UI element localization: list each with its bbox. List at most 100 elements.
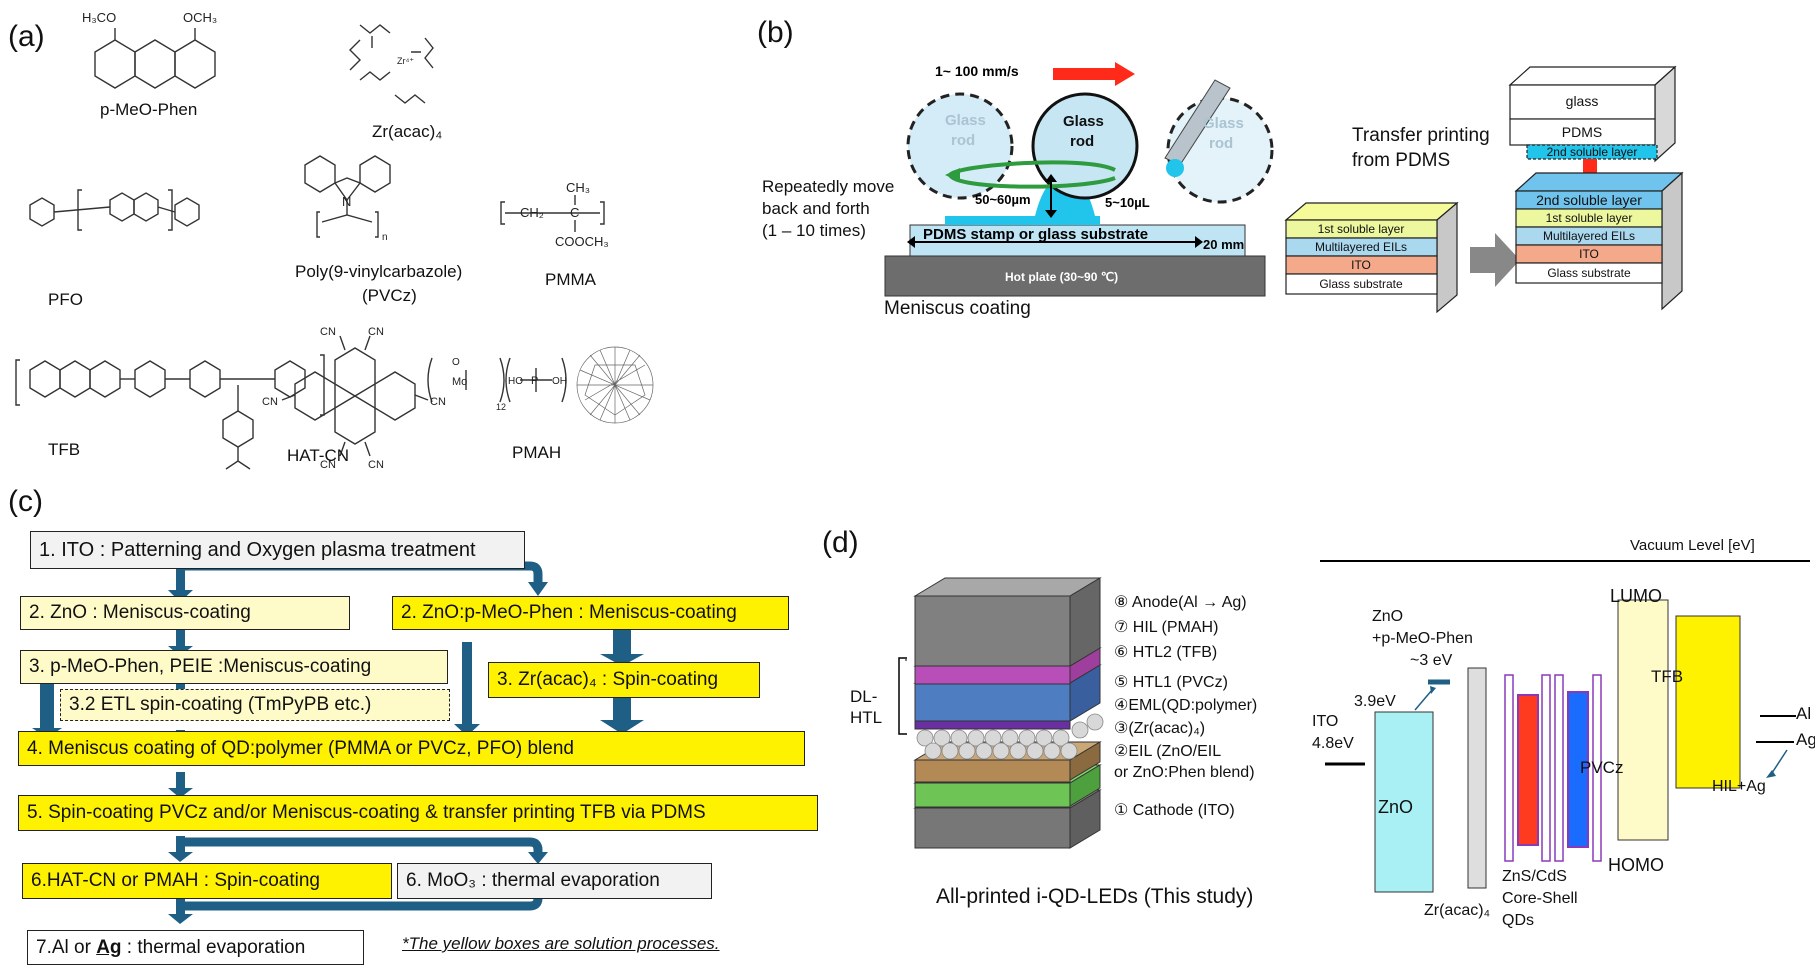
qd-label-1: ZnS/CdS xyxy=(1502,868,1567,885)
repeat-text-3: (1 – 10 times) xyxy=(762,221,866,240)
right-stack-layer-4: ITO xyxy=(1579,247,1599,261)
step-32-box: 3.2 ETL spin-coating (TmPyPB etc.) xyxy=(60,689,450,721)
layer-eil-2: or ZnO:Phen blend) xyxy=(1114,764,1255,781)
glass-rod-label-right-2: rod xyxy=(1209,135,1233,152)
step-7-suffix: : thermal evaporation xyxy=(121,936,306,958)
hot-plate xyxy=(884,255,1266,297)
glass-rod-label-left-1: Glass xyxy=(945,112,986,129)
solution-film xyxy=(945,216,1100,225)
qd-blue-level xyxy=(1567,691,1589,848)
ito-energy: 4.8eV xyxy=(1312,735,1354,752)
layer-cathode: ① Cathode (ITO) xyxy=(1114,802,1235,819)
zno-pmeo-label-1: ZnO xyxy=(1372,608,1404,625)
ch2-atom: CH₂ xyxy=(520,205,544,220)
step-7-ag: Ag xyxy=(96,936,122,958)
energy-level-diagram xyxy=(1320,560,1810,893)
dl-label-1: DL- xyxy=(850,687,878,706)
step-2a-box: 2. ZnO : Meniscus-coating xyxy=(20,596,350,630)
dl-label-2: HTL xyxy=(850,708,883,727)
right-stack-layer-5: Glass substrate xyxy=(1547,266,1631,280)
layer-eil: ②EIL (ZnO/EIL xyxy=(1114,743,1222,760)
right-stack-layer-1: 2nd soluble layer xyxy=(1536,192,1642,208)
panel-label-d: (d) xyxy=(822,526,859,559)
ch3-atom: CH₃ xyxy=(566,180,590,195)
tfb-level xyxy=(1675,615,1741,789)
top-stack-soluble: 2nd soluble layer xyxy=(1547,145,1638,159)
ito-label: ITO xyxy=(1312,713,1339,730)
transfer-printing-diagram: 1st soluble layer Multilayered EILs ITO … xyxy=(1284,65,1684,314)
zno-level xyxy=(1374,711,1434,893)
pvcz-level xyxy=(1617,599,1669,841)
hil-ag-label: HIL+Ag xyxy=(1712,778,1766,795)
al-label: Al xyxy=(1796,704,1812,723)
qd-label-2: Core-Shell xyxy=(1502,890,1578,907)
device-caption: All-printed i-QD-LEDs (This study) xyxy=(936,885,1254,908)
cooch3-atom: COOCH₃ xyxy=(555,234,609,249)
left-stack-layer-3: ITO xyxy=(1351,258,1371,272)
layer-hil: ⑦ HIL (PMAH) xyxy=(1114,619,1219,636)
panel-label-a: (a) xyxy=(8,20,45,53)
lumo-label: LUMO xyxy=(1610,586,1663,606)
device-stack xyxy=(905,577,1104,849)
cn-atom-1: CN xyxy=(320,326,336,338)
zracac-level xyxy=(1467,667,1487,889)
vacuum-level-label: Vacuum Level [eV] xyxy=(1630,537,1755,554)
step-7-prefix: 7.Al or xyxy=(36,936,97,958)
chemical-structures: H₃CO OCH₃ Zr⁴⁺ CH₃ CH₂ C COOCH₃ N n CN C… xyxy=(15,10,654,471)
energy-3ev: ~3 eV xyxy=(1410,652,1453,669)
hotplate-label: Hot plate (30~90 ℃) xyxy=(1005,270,1118,284)
glass-rod-label-left-2: rod xyxy=(951,132,975,149)
layer-eml: ④EML(QD:polymer) xyxy=(1114,697,1258,714)
step-3a-box: 3. p-MeO-Phen, PEIE :Meniscus-coating xyxy=(20,650,448,684)
mol-name-pmma: PMMA xyxy=(545,270,596,289)
ho-atom: HO xyxy=(508,376,523,387)
mol-name-pmeophen: p-MeO-Phen xyxy=(100,100,198,119)
step-2b-box: 2. ZnO:p-MeO-Phen : Meniscus-coating xyxy=(392,596,789,630)
zno-level-label: ZnO xyxy=(1378,797,1414,817)
substrate xyxy=(909,224,1246,257)
speed-label: 1~ 100 mm/s xyxy=(935,63,1019,79)
mol-name-pmah: PMAH xyxy=(512,443,562,462)
mol-name-hatcn: HAT-CN xyxy=(287,446,350,465)
mol-name-pvcz: Poly(9-vinylcarbazole) xyxy=(295,262,463,281)
transfer-text-1: Transfer printing xyxy=(1352,125,1490,146)
qd-label-3: QDs xyxy=(1502,912,1534,929)
cn-atom-4: CN xyxy=(430,396,446,408)
dl-htl-bracket xyxy=(898,657,907,735)
zracac-level-label: Zr(acac)₄ xyxy=(1424,902,1491,919)
width-label: 20 mm xyxy=(1203,237,1244,252)
right-stack-layer-3: Multilayered EILs xyxy=(1543,229,1635,243)
volume-label: 5~10µL xyxy=(1105,195,1150,210)
repeat-text-2: back and forth xyxy=(762,199,870,218)
substrate-label: PDMS stamp or glass substrate xyxy=(923,226,1148,243)
top-stack-glass: glass xyxy=(1566,93,1599,109)
step-6b-box: 6. MoO₃ : thermal evaporation xyxy=(397,863,712,899)
repeat-text-1: Repeatedly move xyxy=(762,177,895,196)
step-7-box: 7.Al or Ag : thermal evaporation xyxy=(27,930,364,965)
cn-atom-3: CN xyxy=(262,396,278,408)
left-stack-layer-4: Glass substrate xyxy=(1319,277,1403,291)
left-stack-layer-2: Multilayered EILs xyxy=(1315,240,1407,254)
step-4-box: 4. Meniscus coating of QD:polymer (PMMA … xyxy=(18,731,805,766)
h3co-atom: H₃CO xyxy=(82,10,116,25)
glass-rod-center xyxy=(1031,92,1139,200)
meniscus-coating-diagram: Glass rod Glass rod Glass rod 1~ 100 mm/… xyxy=(884,62,1274,297)
layer-anode: ⑧ Anode(Al → Ag) xyxy=(1114,594,1247,611)
och3-atom: OCH₃ xyxy=(183,10,217,25)
mol-name-pfo: PFO xyxy=(48,290,83,309)
step-3b-box: 3. Zr(acac)₄ : Spin-coating xyxy=(488,662,760,698)
glass-rod-label-center-2: rod xyxy=(1070,133,1094,150)
cn-atom-6: CN xyxy=(368,459,384,471)
o-atom-1: O xyxy=(452,357,460,368)
cn-atom-2: CN xyxy=(368,326,384,338)
cn-atom-5: CN xyxy=(320,459,336,471)
mol-name-tfb: TFB xyxy=(48,440,81,459)
mol-name-zracac: Zr(acac)₄ xyxy=(372,122,443,141)
layer-htl2: ⑥ HTL2 (TFB) xyxy=(1114,644,1218,661)
c-atom: C xyxy=(570,205,579,220)
layer-zracac: ③(Zr(acac)₄) xyxy=(1114,720,1206,737)
zno-pmeo-label-2: +p-MeO-Phen xyxy=(1372,630,1473,647)
homo-label: HOMO xyxy=(1608,855,1664,875)
right-stack-layer-2: 1st soluble layer xyxy=(1546,211,1633,225)
n-subscript: n xyxy=(382,232,388,243)
